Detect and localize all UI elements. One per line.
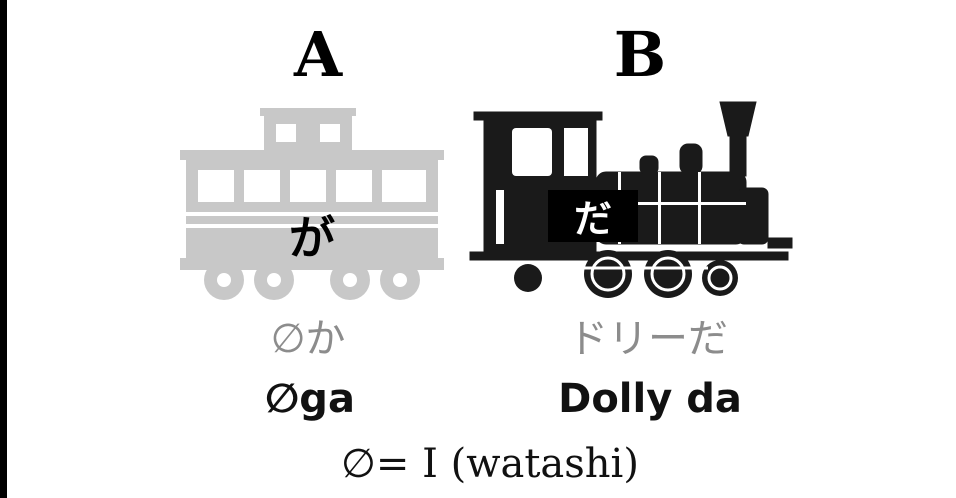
- train-car-illustration: が: [172, 108, 452, 304]
- locomotive-kana: だ: [573, 197, 612, 241]
- label-a: A: [293, 18, 343, 91]
- locomotive-icon: [469, 101, 793, 298]
- car-kana: が: [289, 211, 335, 265]
- locomotive-illustration: だ: [468, 98, 798, 302]
- left-border: [0, 0, 7, 498]
- reading-a-romaji: ∅ga: [265, 376, 355, 422]
- reading-b-romaji: Dolly da: [558, 376, 742, 422]
- footnote: ∅= I (watashi): [341, 441, 639, 487]
- reading-b-kana: ドリーだ: [568, 316, 728, 362]
- reading-a-kana: ∅か: [270, 316, 346, 362]
- train-car-icon: [180, 108, 444, 300]
- label-b: B: [613, 18, 667, 91]
